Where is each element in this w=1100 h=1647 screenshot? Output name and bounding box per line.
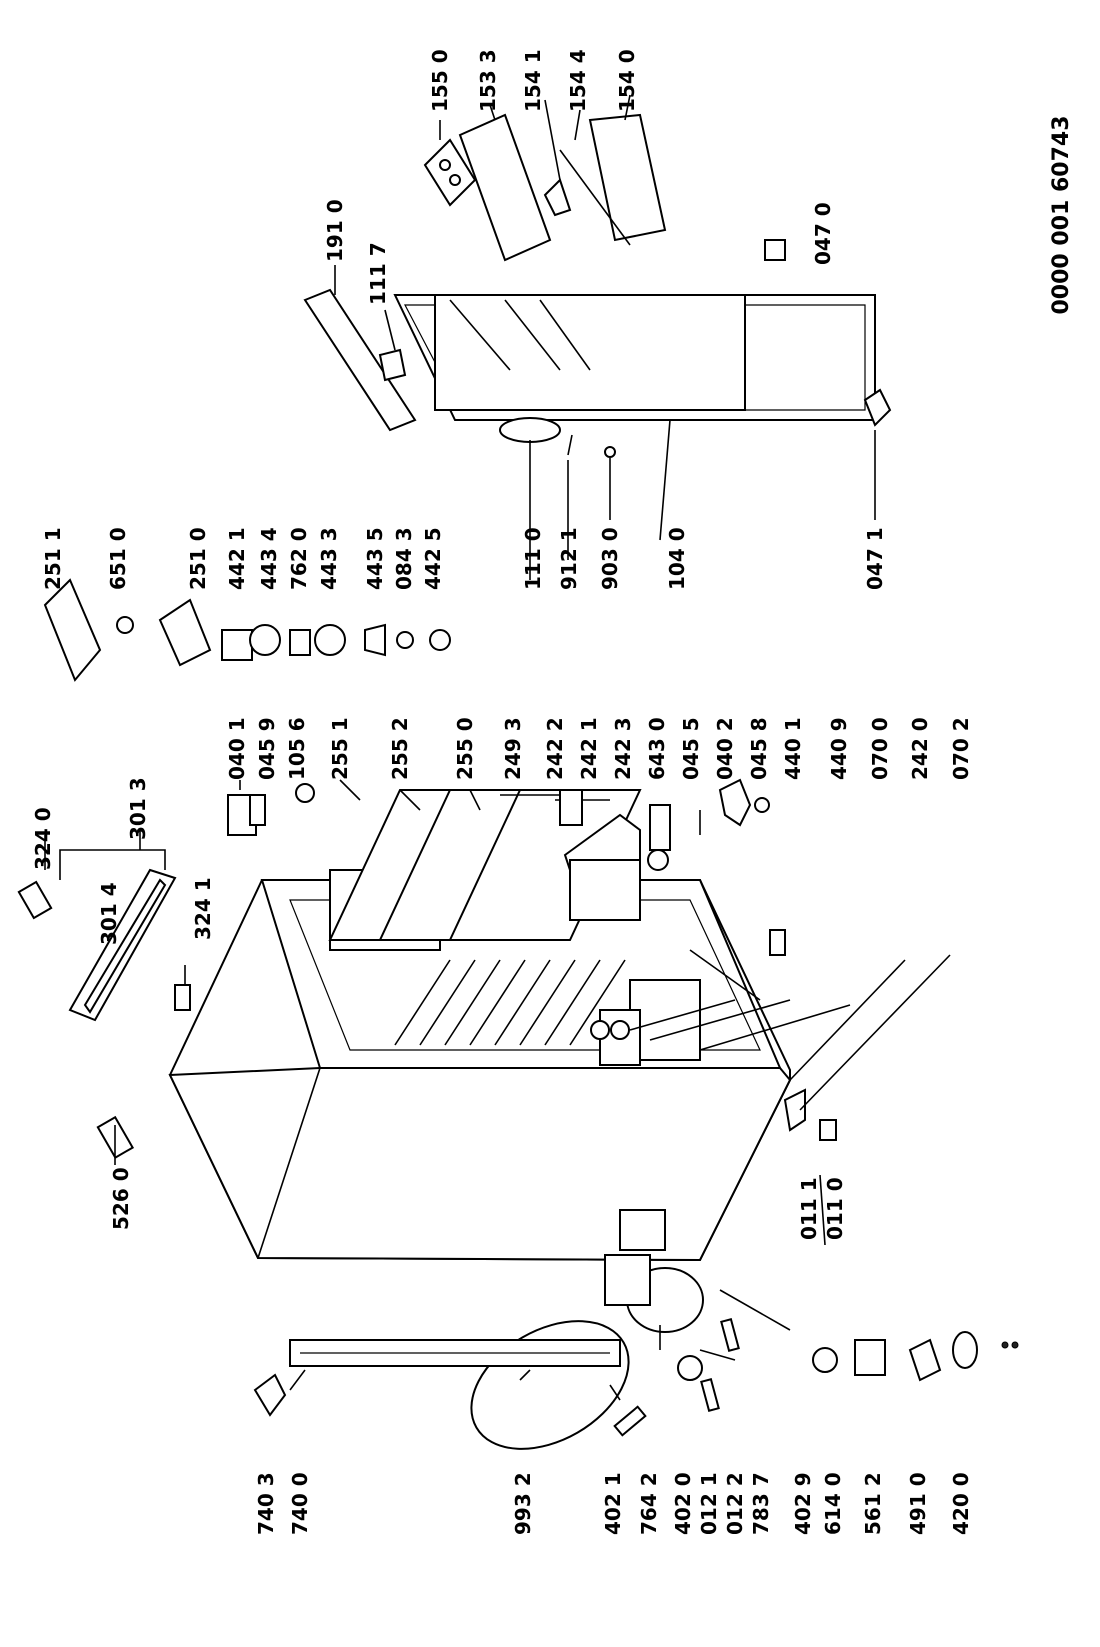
door [303, 239, 892, 458]
leader-lines [44, 94, 951, 1401]
callout-255-2: 255 2 [388, 717, 412, 780]
callout-255-1: 255 1 [328, 717, 352, 780]
callout-440-1: 440 1 [781, 717, 805, 780]
callout-903-0: 903 0 [598, 527, 622, 590]
callout-614-0: 614 0 [821, 1472, 845, 1535]
callout-443-5: 443 5 [363, 527, 387, 590]
callout-045-9: 045 9 [255, 717, 279, 780]
small-parts-cabinet [227, 778, 837, 1141]
callout-301-4: 301 4 [97, 882, 121, 945]
callout-526-0: 526 0 [109, 1167, 133, 1230]
callout-764-2: 764 2 [637, 1472, 661, 1535]
callout-324-0: 324 0 [31, 807, 55, 870]
callout-155-0: 155 0 [428, 49, 452, 112]
callout-443-4: 443 4 [257, 527, 281, 590]
callout-442-5: 442 5 [421, 527, 445, 590]
callout-154-1: 154 1 [521, 49, 545, 112]
callout-402-0: 402 0 [671, 1472, 695, 1535]
callout-912-1: 912 1 [557, 527, 581, 590]
callout-111-7: 111 7 [366, 242, 390, 305]
callout-242-0: 242 0 [908, 717, 932, 780]
callout-154-4: 154 4 [566, 49, 590, 112]
callout-153-3: 153 3 [476, 49, 500, 112]
callout-040-2: 040 2 [713, 717, 737, 780]
callout-154-0: 154 0 [615, 49, 639, 112]
callout-249-3: 249 3 [501, 717, 525, 780]
callout-012-1: 012 1 [697, 1472, 721, 1535]
callout-255-0: 255 0 [453, 717, 477, 780]
drawer [559, 789, 641, 921]
electrical-parts [253, 1317, 1019, 1437]
callout-047-1: 047 1 [863, 527, 887, 590]
callout-105-6: 105 6 [285, 717, 309, 780]
thermostat-lamp-group [43, 578, 451, 682]
callout-011-1: 011 1 [797, 1177, 821, 1240]
callout-783-7: 783 7 [749, 1472, 773, 1535]
callout-111-0: 111 0 [521, 527, 545, 590]
shelf-rails [394, 959, 626, 1046]
callout-242-1: 242 1 [577, 717, 601, 780]
callout-440-9: 440 9 [827, 717, 851, 780]
callout-070-0: 070 0 [868, 717, 892, 780]
callout-251-0: 251 0 [186, 527, 210, 590]
callout-442-1: 442 1 [225, 527, 249, 590]
callout-561-2: 561 2 [861, 1472, 885, 1535]
callout-047-0: 047 0 [811, 202, 835, 265]
callout-301-3: 301 3 [126, 777, 150, 840]
callout-740-3: 740 3 [254, 1472, 278, 1535]
callout-084-3: 084 3 [392, 527, 416, 590]
callout-402-9: 402 9 [791, 1472, 815, 1535]
callout-040-1: 040 1 [225, 717, 249, 780]
callout-242-2: 242 2 [543, 717, 567, 780]
callout-labels: 324 0 301 3 301 4 526 0 324 1 040 1 045 … [31, 49, 973, 1535]
callout-045-5: 045 5 [679, 717, 703, 780]
callout-643-0: 643 0 [645, 717, 669, 780]
callout-324-1: 324 1 [191, 877, 215, 940]
callout-104-0: 104 0 [665, 527, 689, 590]
callout-012-2: 012 2 [723, 1472, 747, 1535]
callout-070-2: 070 2 [949, 717, 973, 780]
callout-762-0: 762 0 [287, 527, 311, 590]
callout-402-1: 402 1 [601, 1472, 625, 1535]
top-cover [17, 868, 191, 1159]
callout-242-3: 242 3 [611, 717, 635, 780]
callout-443-3: 443 3 [317, 527, 341, 590]
callout-191-0: 191 0 [323, 199, 347, 262]
callout-651-0: 651 0 [106, 527, 130, 590]
callout-045-8: 045 8 [747, 717, 771, 780]
callout-740-0: 740 0 [288, 1472, 312, 1535]
document-number: 0000 001 60743 [1049, 115, 1074, 314]
callout-011-0: 011 0 [823, 1177, 847, 1240]
callout-251-1: 251 1 [41, 527, 65, 590]
callout-420-0: 420 0 [949, 1472, 973, 1535]
door-bins [423, 113, 667, 262]
callout-993-2: 993 2 [511, 1472, 535, 1535]
callout-491-0: 491 0 [906, 1472, 930, 1535]
